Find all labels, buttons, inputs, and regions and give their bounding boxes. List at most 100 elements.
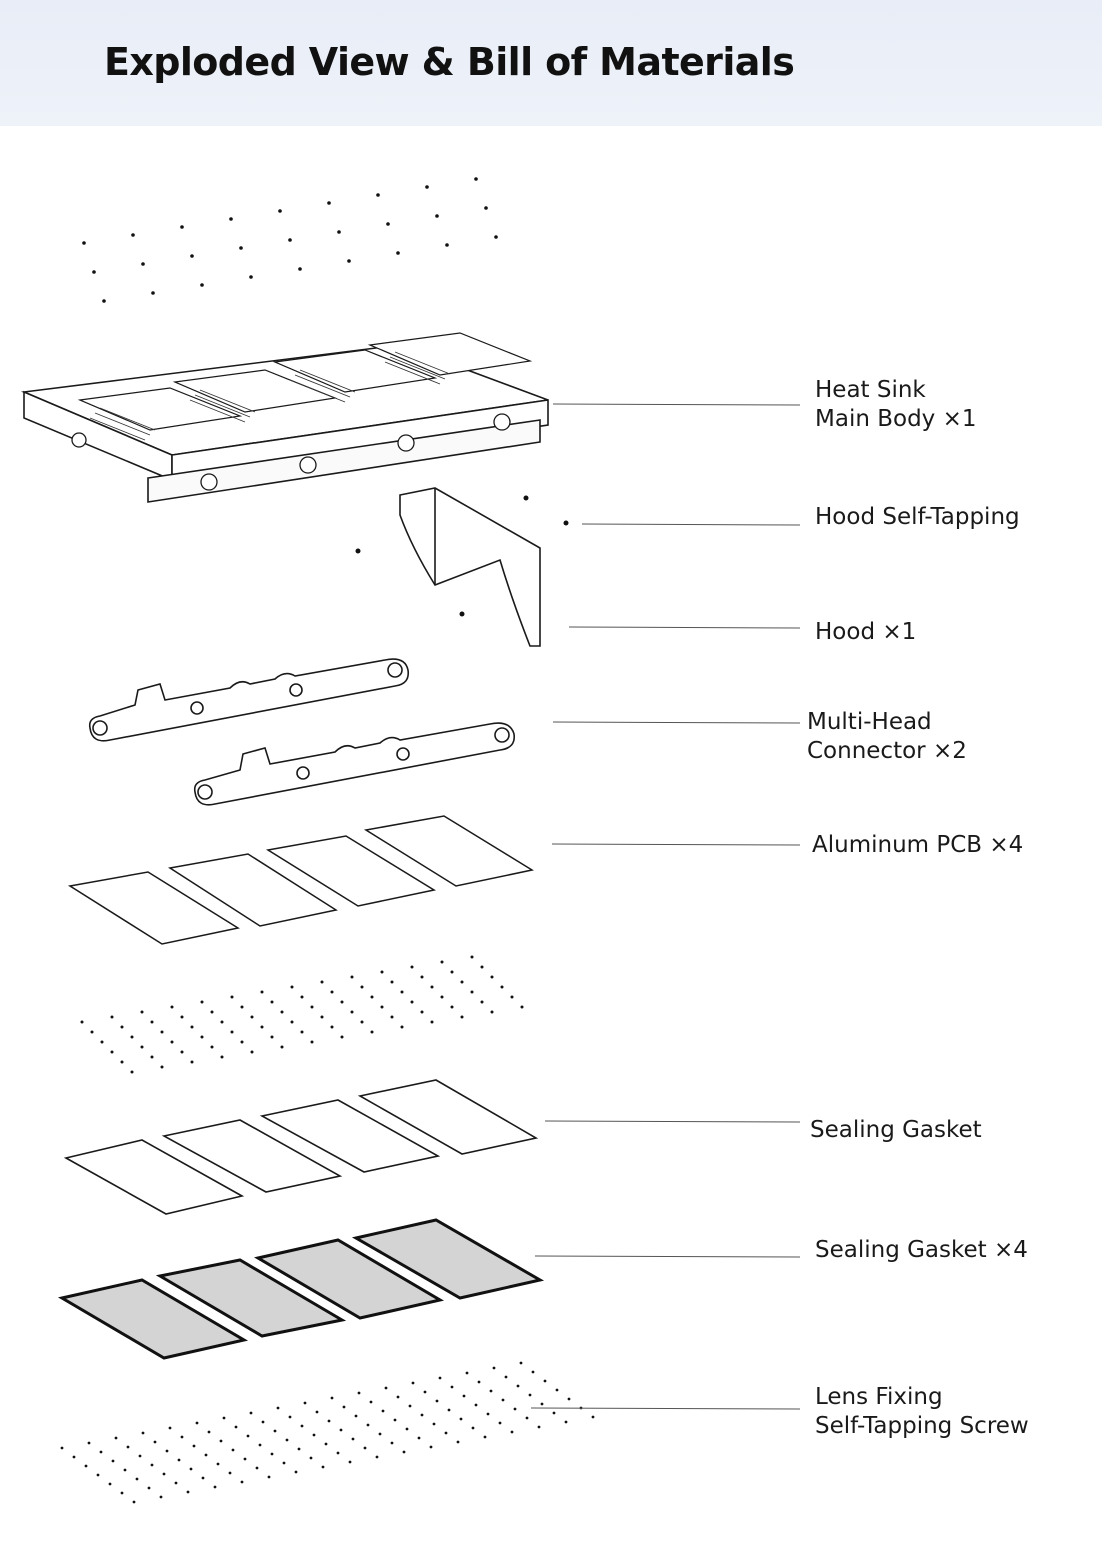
screw-dot (300, 1424, 304, 1428)
screw-dot (450, 970, 454, 974)
screw-dot (159, 1495, 163, 1499)
screw-dot (525, 1416, 529, 1420)
screw-dot (430, 1020, 434, 1024)
screw-dot (258, 1443, 262, 1447)
screw-dot (290, 985, 294, 989)
screw-dot (130, 1035, 134, 1039)
screw-dot (360, 985, 364, 989)
screw-dot (189, 1467, 193, 1471)
screw-dot (123, 1468, 127, 1472)
screw-dot (278, 209, 282, 213)
screw-dot (543, 1379, 547, 1383)
callout-connector-line2: Connector ×2 (807, 738, 967, 764)
screw-dot (380, 970, 384, 974)
screw-dot (327, 1419, 331, 1423)
screw-dot (342, 1405, 346, 1409)
screw-dot (438, 1376, 442, 1380)
screw-dot (474, 177, 478, 181)
screw-dot (160, 1065, 164, 1069)
screw-dot (376, 193, 380, 197)
screw-dot (520, 1005, 524, 1009)
screw-dot (90, 1030, 94, 1034)
screw-dot (510, 995, 514, 999)
screw-dot (567, 1397, 571, 1401)
callout-connector: Multi-Head Connector ×2 (807, 708, 967, 766)
screw-dot (519, 1361, 523, 1365)
lens-fixing-screws (60, 1361, 595, 1504)
screw-dot (470, 955, 474, 959)
screw-dot (483, 1435, 487, 1439)
screw-dot (288, 1415, 292, 1419)
screw-dot (276, 1406, 280, 1410)
screw-dot (141, 1431, 145, 1435)
callout-pcb: Aluminum PCB ×4 (812, 831, 1023, 860)
screw-dot (216, 1462, 220, 1466)
screw-dot (474, 1403, 478, 1407)
screw-dot (300, 1030, 304, 1034)
multi-head-connectors (88, 658, 516, 806)
screw-dot (180, 1435, 184, 1439)
screw-dot (267, 1475, 271, 1479)
screw-dot (369, 1400, 373, 1404)
screw-dot (294, 1470, 298, 1474)
screw-dot (120, 1060, 124, 1064)
screw-dot (330, 1396, 334, 1400)
screw-dot (150, 1463, 154, 1467)
screw-dot (160, 1030, 164, 1034)
screw-dot (350, 975, 354, 979)
screw-dot (138, 1454, 142, 1458)
screw-dot (381, 1409, 385, 1413)
screw-dot (99, 1450, 103, 1454)
screw-dot (270, 1452, 274, 1456)
screw-dot (110, 1015, 114, 1019)
screw-dot (309, 1456, 313, 1460)
screw-dot (400, 1025, 404, 1029)
sealing-gasket-lenses (57, 1218, 545, 1360)
callout-lens-screw-line1: Lens Fixing (815, 1384, 943, 1410)
screw-dot (400, 990, 404, 994)
screw-dot (396, 251, 400, 255)
screw-dot (459, 1417, 463, 1421)
screw-dot (207, 1430, 211, 1434)
screw-dot (92, 270, 96, 274)
screw-dot (231, 1448, 235, 1452)
screw-dot (190, 1060, 194, 1064)
screw-dot (402, 1450, 406, 1454)
screw-dot (114, 1436, 118, 1440)
screw-dot (447, 1408, 451, 1412)
screw-dot (84, 1464, 88, 1468)
screw-dot (204, 1453, 208, 1457)
screw-dot (180, 1015, 184, 1019)
screw-dot (330, 990, 334, 994)
pcb-screws (80, 955, 524, 1074)
screw-dot (87, 1441, 91, 1445)
screw-dot (213, 1485, 217, 1489)
screw-dot (165, 1449, 169, 1453)
screw-dot (195, 1421, 199, 1425)
header-band: Exploded View & Bill of Materials (0, 0, 1102, 126)
screw-dot (420, 1010, 424, 1014)
callout-heat-sink: Heat Sink Main Body ×1 (815, 376, 977, 434)
screw-dot (444, 1431, 448, 1435)
screw-dot (147, 1486, 151, 1490)
screw-dot (312, 1433, 316, 1437)
screw-dot (210, 1010, 214, 1014)
screw-dot (390, 1015, 394, 1019)
screw-dot (170, 1040, 174, 1044)
screw-dot (100, 1040, 104, 1044)
screw-dot (432, 1422, 436, 1426)
screw-dot (280, 1045, 284, 1049)
screw-dot (200, 283, 204, 287)
screw-dot (290, 1020, 294, 1024)
screw-dot (363, 1446, 367, 1450)
screw-dot (261, 1420, 265, 1424)
screw-dot (370, 1030, 374, 1034)
screw-dot (229, 217, 233, 221)
screw-dot (423, 1390, 427, 1394)
screw-dot (111, 1459, 115, 1463)
screw-dot (80, 1020, 84, 1024)
screw-dot (60, 1446, 64, 1450)
callout-sealing-gasket-4: Sealing Gasket ×4 (815, 1236, 1028, 1265)
screw-dot (564, 1420, 568, 1424)
screw-dot (450, 1385, 454, 1389)
